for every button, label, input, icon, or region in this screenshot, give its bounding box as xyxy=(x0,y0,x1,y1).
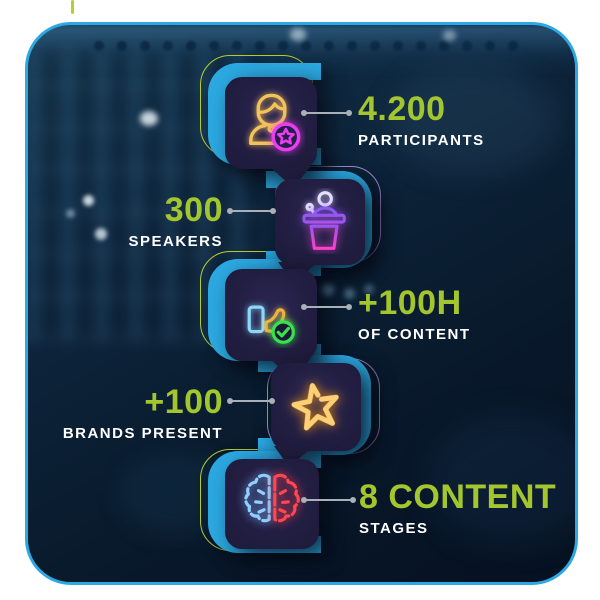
infographic-frame: 4.200 PARTICIPANTS 300 SPEAKERS +100H OF… xyxy=(25,22,578,585)
bokeh-dot xyxy=(66,209,75,218)
stat-value: 4.200 xyxy=(358,90,446,128)
stat-speakers: 300 SPEAKERS xyxy=(48,193,223,250)
stat-label: OF CONTENT xyxy=(358,326,471,343)
stat-bubble-content-hours xyxy=(225,269,317,380)
bokeh-dot xyxy=(321,283,334,296)
bokeh-dot xyxy=(83,195,94,206)
top-accent-tick xyxy=(71,0,74,14)
stat-content-hours: +100H OF CONTENT xyxy=(358,286,471,343)
stat-value: +100 xyxy=(144,383,223,421)
stat-bubble-stages xyxy=(225,459,319,549)
bokeh-dot xyxy=(443,30,456,41)
stat-brands: +100 BRANDS PRESENT xyxy=(46,385,223,442)
star-icon xyxy=(291,383,339,431)
podium-speaker-icon xyxy=(302,191,346,250)
bokeh-dot xyxy=(140,111,158,126)
stat-bubble-brands xyxy=(271,363,361,467)
stat-label: BRANDS PRESENT xyxy=(62,425,223,442)
stat-participants: 4.200 PARTICIPANTS xyxy=(358,92,485,149)
stat-label: PARTICIPANTS xyxy=(358,132,485,149)
bokeh-dot xyxy=(95,228,107,240)
thumbs-up-check-icon xyxy=(247,305,295,344)
bokeh-dot xyxy=(290,28,306,41)
background-haze xyxy=(428,415,575,545)
stat-label: SPEAKERS xyxy=(128,233,223,250)
stat-bubble-speakers xyxy=(275,179,365,283)
stat-value: 300 xyxy=(164,191,223,229)
stat-stages: 8 CONTENT STAGES xyxy=(359,480,556,537)
stat-bubble-participants xyxy=(225,77,317,188)
stat-value: +100H xyxy=(358,284,462,322)
stat-value: 8 CONTENT xyxy=(359,478,557,516)
brain-icon xyxy=(244,473,300,523)
person-star-icon xyxy=(249,93,301,152)
background-haze xyxy=(388,65,558,175)
bokeh-dot xyxy=(364,284,374,294)
bokeh-dot xyxy=(344,288,355,299)
stat-label: STAGES xyxy=(359,520,429,537)
